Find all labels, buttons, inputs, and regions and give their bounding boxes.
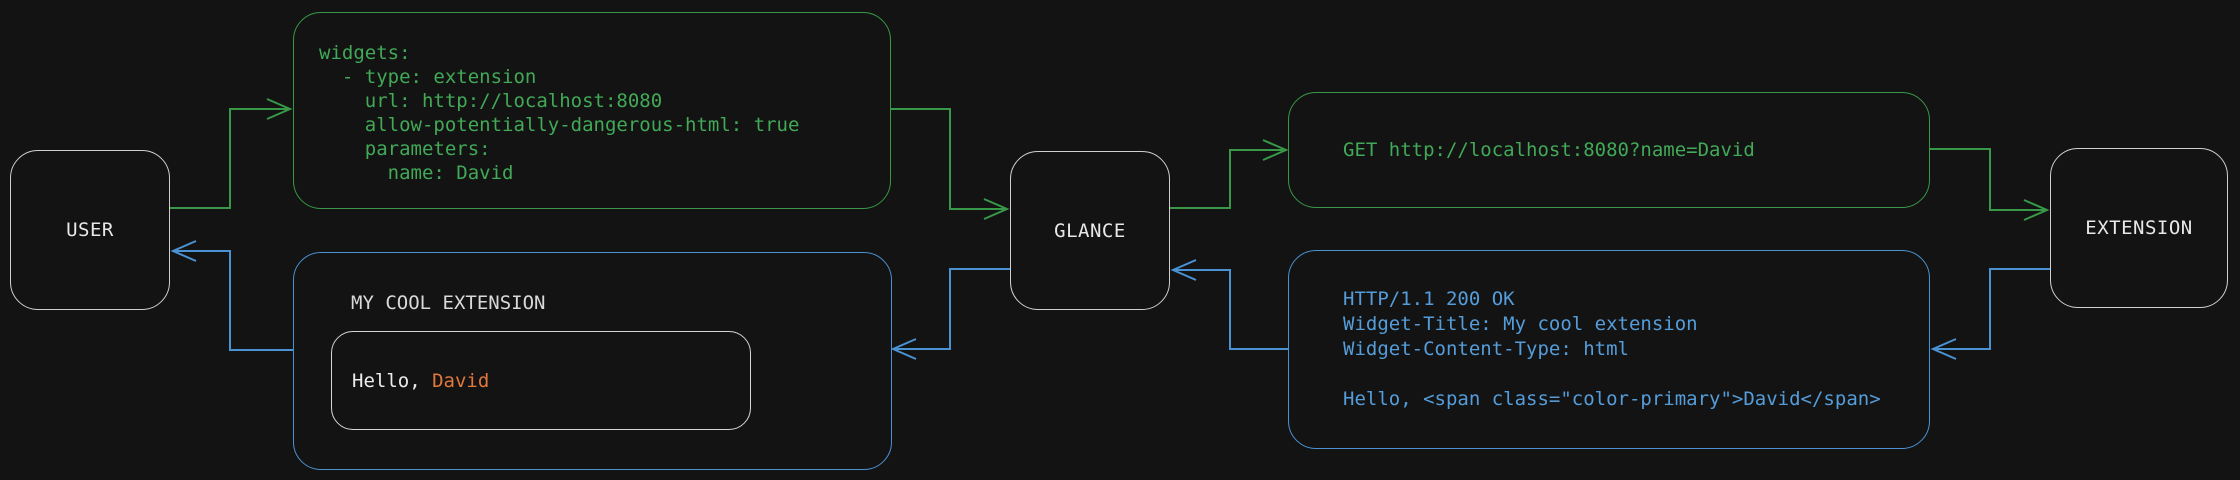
http-response-box: HTTP/1.1 200 OK Widget-Title: My cool ex… [1288, 250, 1930, 449]
http-request-box: GET http://localhost:8080?name=David [1288, 92, 1930, 208]
extension-node: EXTENSION [2050, 148, 2228, 308]
wire-config-to-glance [891, 108, 1005, 210]
wire-widget-to-user [175, 250, 293, 351]
user-node-label: USER [66, 219, 114, 241]
widget-greeting-box: Hello, David [331, 331, 751, 430]
config-yaml-box: widgets: - type: extension url: http://l… [293, 12, 891, 209]
config-yaml-code: widgets: - type: extension url: http://l… [319, 42, 800, 184]
wire-glance-to-widget [895, 268, 1010, 350]
wire-extension-to-response [1935, 268, 2050, 350]
glance-node-label: GLANCE [1054, 219, 1126, 242]
user-node: USER [10, 150, 170, 310]
widget-title: MY COOL EXTENSION [351, 292, 546, 314]
wire-response-to-glance [1175, 269, 1288, 350]
arrowhead-response-to-glance-icon [1170, 259, 1197, 281]
arrowhead-request-to-extension-icon [2023, 199, 2050, 221]
glance-node: GLANCE [1010, 151, 1170, 310]
arrowhead-user-to-config-icon [266, 98, 293, 120]
extension-node-label: EXTENSION [2085, 217, 2193, 239]
wire-glance-to-request [1170, 149, 1284, 209]
arrowhead-config-to-glance-icon [983, 198, 1010, 220]
arrowhead-extension-to-response-icon [1930, 338, 1957, 360]
arrowhead-glance-to-widget-icon [890, 338, 917, 360]
arrowhead-widget-to-user-icon [170, 240, 197, 262]
greeting-prefix: Hello, [352, 369, 433, 392]
greeting-name: David [432, 369, 490, 392]
http-request-text: GET http://localhost:8080?name=David [1343, 139, 1755, 161]
wire-user-to-config [170, 108, 288, 209]
wire-request-to-extension [1930, 148, 2045, 211]
arrowhead-glance-to-request-icon [1262, 139, 1289, 161]
http-response-code: HTTP/1.1 200 OK Widget-Title: My cool ex… [1343, 288, 1881, 410]
widget-preview-panel: MY COOL EXTENSION Hello, David [293, 252, 892, 470]
